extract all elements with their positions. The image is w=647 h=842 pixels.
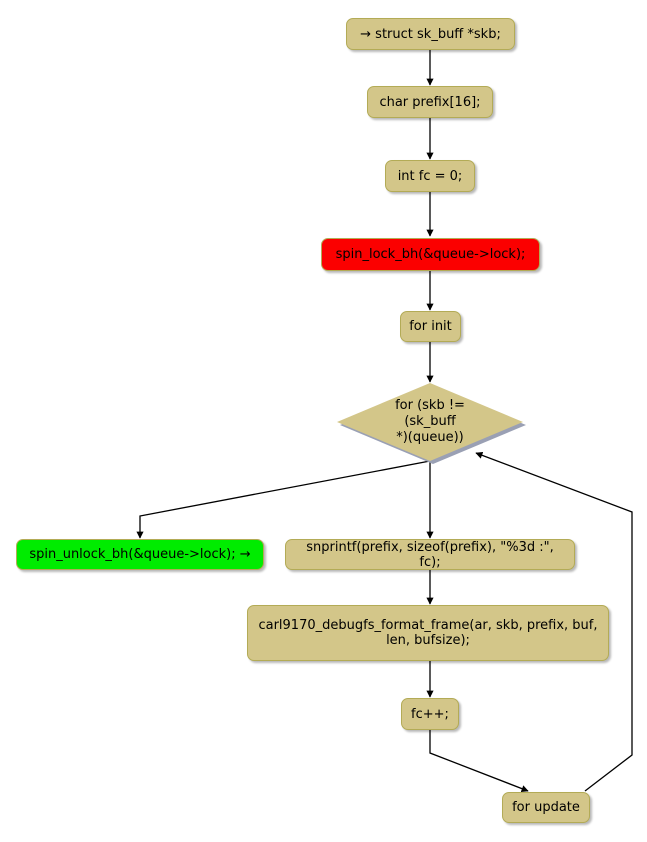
node-int-fc-label: int fc = 0; <box>397 168 463 184</box>
node-for-init[interactable]: for init <box>400 311 461 342</box>
node-char-prefix-label: char prefix[16]; <box>379 94 481 110</box>
node-snprintf[interactable]: snprintf(prefix, sizeof(prefix), "%3d :"… <box>285 539 575 570</box>
node-for-condition[interactable]: for (skb != (sk_buff *)(queue)) <box>337 383 526 464</box>
node-spin-lock-bh-label: spin_lock_bh(&queue->lock); <box>335 247 526 262</box>
node-format-frame[interactable]: carl9170_debugfs_format_frame(ar, skb, p… <box>247 605 609 661</box>
node-fc-increment-label: fc++; <box>411 706 449 722</box>
node-fc-increment[interactable]: fc++; <box>401 698 459 730</box>
node-spin-lock-bh[interactable]: spin_lock_bh(&queue->lock); <box>321 238 540 271</box>
node-spin-unlock-bh[interactable]: spin_unlock_bh(&queue->lock); → <box>16 539 264 570</box>
node-int-fc[interactable]: int fc = 0; <box>385 160 475 192</box>
node-char-prefix[interactable]: char prefix[16]; <box>367 86 493 118</box>
edge-fcincr-to-forupdate <box>429 730 529 793</box>
node-start-label: → struct sk_buff *skb; <box>360 26 501 42</box>
node-start[interactable]: → struct sk_buff *skb; <box>346 18 515 50</box>
node-format-frame-label: carl9170_debugfs_format_frame(ar, skb, p… <box>258 618 598 648</box>
node-for-update-label: for update <box>512 800 580 815</box>
edge-condition-to-unlock <box>136 460 431 539</box>
node-snprintf-label: snprintf(prefix, sizeof(prefix), "%3d :"… <box>306 539 554 570</box>
node-for-init-label: for init <box>409 319 452 334</box>
edge-forupdate-to-condition <box>475 451 633 792</box>
node-for-condition-label: for (skb != (sk_buff *)(queue)) <box>395 398 465 445</box>
node-for-update[interactable]: for update <box>502 792 590 823</box>
node-spin-unlock-bh-label: spin_unlock_bh(&queue->lock); → <box>29 547 251 562</box>
